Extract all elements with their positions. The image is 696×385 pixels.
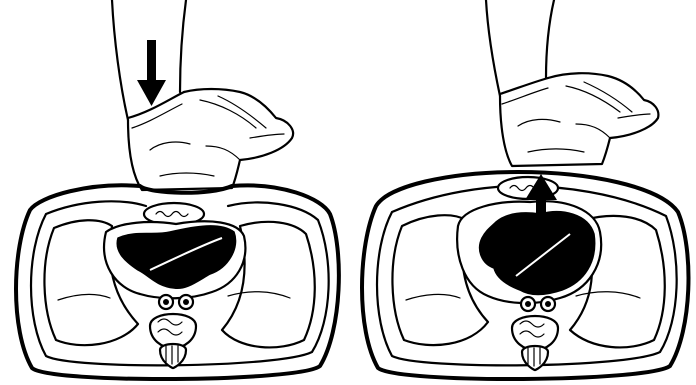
recoil-drawing	[348, 0, 696, 385]
forearm	[112, 0, 128, 120]
compression-drawing	[0, 0, 348, 385]
glove-cuff	[500, 78, 548, 94]
arrow-down-icon	[137, 40, 166, 106]
recoil-panel	[348, 0, 696, 385]
compression-panel	[0, 0, 348, 385]
forearm	[486, 0, 500, 96]
thorax-cross-section	[362, 172, 688, 379]
gloved-hand	[500, 73, 658, 166]
thorax-cross-section	[16, 185, 339, 379]
